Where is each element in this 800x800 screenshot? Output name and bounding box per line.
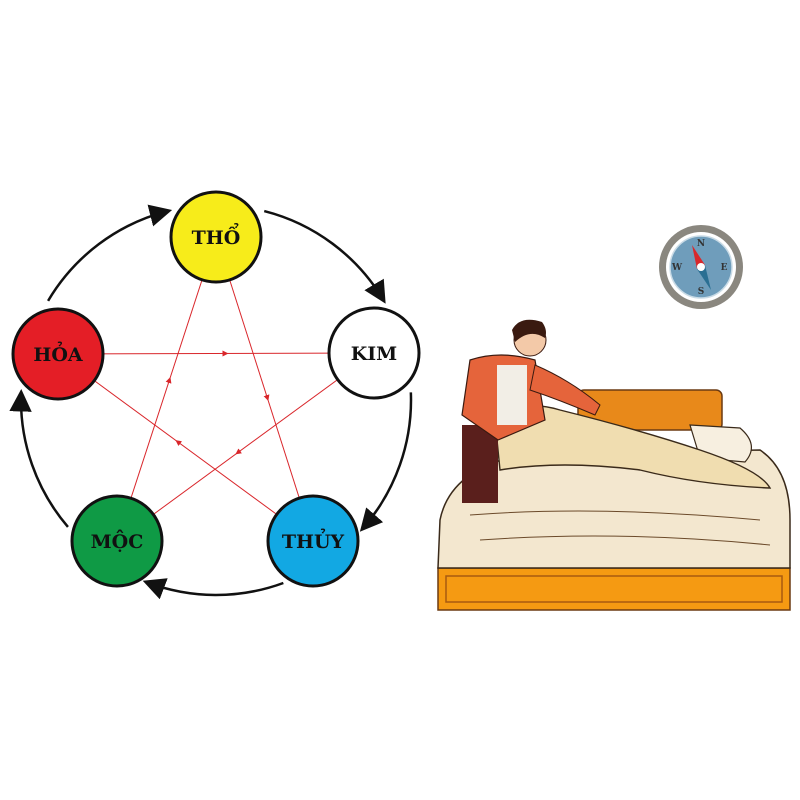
compass-s: S — [698, 287, 705, 297]
compass-e: E — [721, 263, 728, 273]
element-label: THỔ — [192, 222, 241, 249]
controlling-line-tho-thuy — [215, 236, 314, 542]
generating-arrow-kim-thuy — [359, 392, 413, 532]
controlling-line-moc-tho — [116, 236, 217, 542]
element-circle — [266, 494, 360, 588]
compass-n: N — [697, 239, 705, 249]
generating-arrow-thuy-moc — [142, 578, 284, 600]
element-circle — [11, 307, 105, 401]
element-label: MỘC — [91, 529, 144, 553]
element-node-hoa: HỎA — [11, 307, 105, 401]
controlling-line-thuy-hoa — [57, 353, 314, 542]
generating-arrow-hoa-tho — [47, 204, 173, 302]
controlling-line-hoa-kim — [57, 352, 375, 355]
element-node-tho: THỔ — [169, 190, 263, 284]
controlling-line-kim-moc — [116, 352, 375, 542]
element-node-moc: MỘC — [70, 494, 164, 588]
bed-illustration — [437, 319, 791, 611]
generating-arrow-moc-hoa — [9, 389, 69, 528]
headboard — [577, 389, 723, 431]
element-node-thuy: THỦY — [266, 494, 360, 588]
element-label: HỎA — [33, 340, 83, 366]
compass-w: W — [671, 263, 683, 273]
element-label: THỦY — [282, 527, 345, 553]
generating-arrows — [9, 204, 413, 600]
element-label: KIM — [351, 343, 397, 365]
controlling-arrows — [57, 236, 375, 542]
generating-arrow-tho-kim — [263, 209, 386, 304]
element-node-kim: KIM — [327, 306, 421, 400]
element-circle — [70, 494, 164, 588]
element-circle — [169, 190, 263, 284]
bed-sheet — [494, 405, 772, 489]
bed-base — [437, 567, 791, 611]
element-circle — [327, 306, 421, 400]
person — [461, 319, 601, 503]
compass-icon: N E S W — [659, 225, 743, 309]
